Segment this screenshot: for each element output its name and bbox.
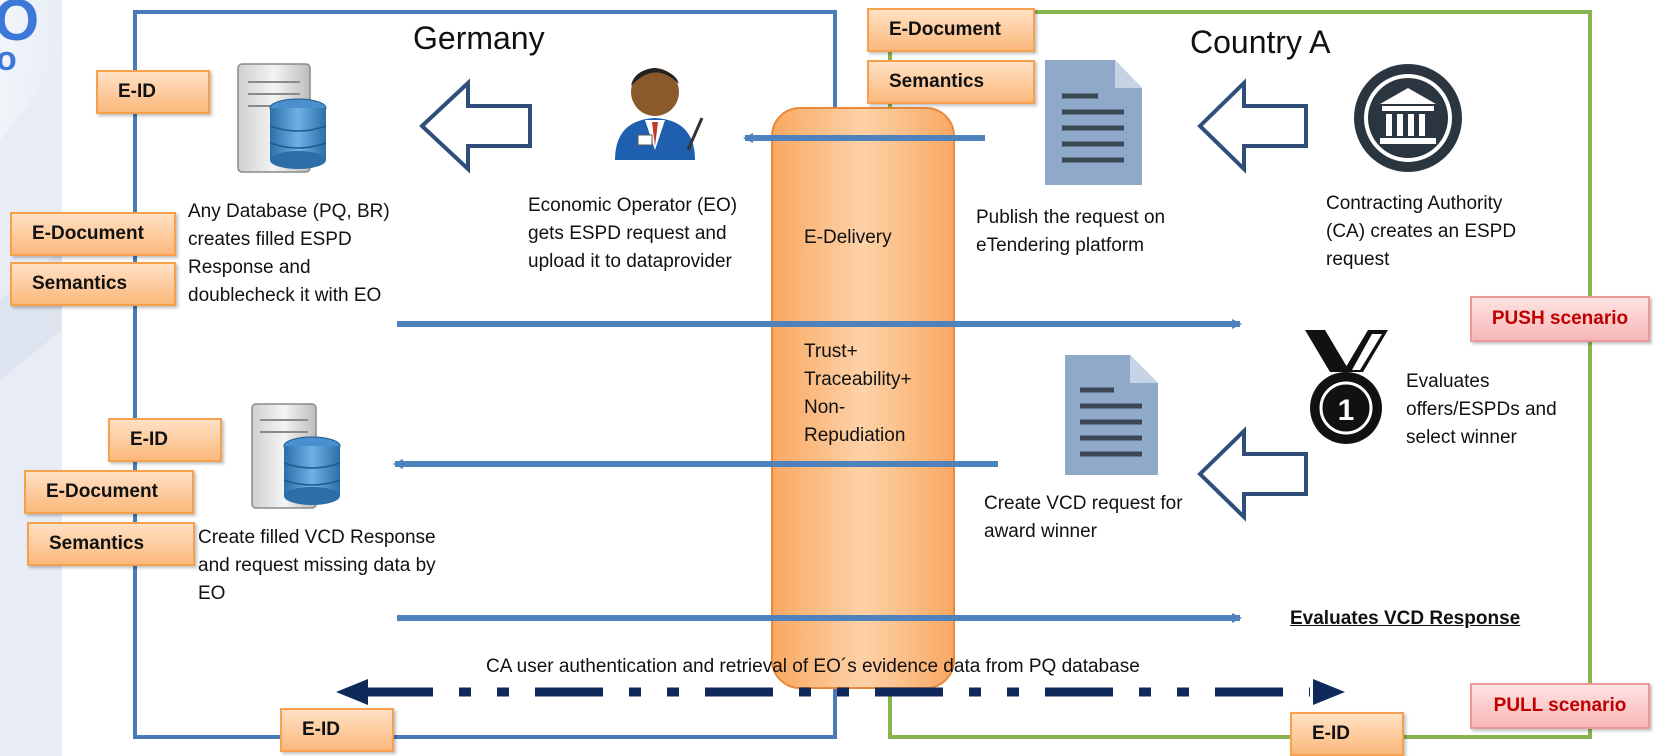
- label-line: creates filled ESPD: [188, 229, 352, 250]
- edelivery-label: E-Delivery: [804, 227, 892, 248]
- scenario-label: PULL scenario: [1493, 695, 1627, 716]
- server-database-icon: [237, 63, 327, 173]
- eid-tag-germany-bottom-edge: E-ID: [280, 708, 394, 752]
- push-scenario-badge: PUSH scenario: [1470, 296, 1650, 342]
- label-line: doublecheck it with EO: [188, 285, 382, 306]
- semantics-tag-germany-bottom: Semantics: [27, 522, 195, 566]
- tag-label: E-ID: [130, 429, 168, 450]
- publish-label: Publish the request on eTendering platfo…: [976, 204, 1165, 260]
- germany-title: Germany: [413, 20, 545, 56]
- tag-label: E-Document: [46, 481, 158, 502]
- country-a-title: Country A: [1190, 24, 1331, 60]
- database-top-label: Any Database (PQ, BR) creates filled ESP…: [188, 198, 390, 310]
- label-line: EO: [198, 583, 226, 604]
- label-line: Contracting Authority: [1326, 193, 1503, 214]
- label-line: award winner: [984, 521, 1097, 542]
- trust-line: Non-: [804, 397, 846, 418]
- label-line: select winner: [1406, 427, 1517, 448]
- svg-text:O: O: [0, 0, 39, 53]
- hollow-left-arrow-icon: [1197, 78, 1308, 174]
- authentication-label: CA user authentication and retrieval of …: [486, 656, 1140, 677]
- government-building-icon: [1354, 64, 1462, 172]
- create-vcd-request-label: Create VCD request for award winner: [984, 490, 1183, 546]
- semantics-tag-germany-top: Semantics: [10, 262, 176, 306]
- contracting-authority-label: Contracting Authority (CA) creates an ES…: [1326, 190, 1516, 274]
- svg-text:o: o: [0, 40, 17, 78]
- tag-label: E-ID: [118, 81, 156, 102]
- tag-label: Semantics: [889, 71, 985, 92]
- evaluates-label: Evaluates offers/ESPDs and select winner: [1406, 368, 1557, 452]
- label-line: Economic Operator (EO): [528, 195, 738, 216]
- label-line: Evaluates: [1406, 371, 1490, 392]
- document-icon: [1065, 355, 1158, 475]
- hollow-left-arrow-icon: [1197, 426, 1308, 522]
- tag-label: E-Document: [32, 223, 144, 244]
- svg-text:1: 1: [1338, 394, 1355, 427]
- semantics-tag-country-top: Semantics: [867, 60, 1035, 104]
- hollow-left-arrow-icon: [419, 78, 532, 174]
- document-icon: [1045, 60, 1142, 185]
- eid-tag-germany-bottom: E-ID: [108, 418, 222, 462]
- label-line: eTendering platform: [976, 235, 1144, 256]
- trust-line: Trust+: [804, 341, 858, 362]
- eid-tag-germany-top: E-ID: [96, 70, 210, 114]
- tag-label: E-Document: [889, 19, 1001, 40]
- pull-arrowhead-left: [336, 679, 368, 705]
- pull-arrowhead-right: [1313, 679, 1345, 705]
- label-line: request: [1326, 249, 1390, 270]
- edocument-tag-germany-top: E-Document: [10, 212, 176, 256]
- label-line: Publish the request on: [976, 207, 1166, 228]
- label-line: Response and: [188, 257, 311, 278]
- pull-scenario-badge: PULL scenario: [1470, 683, 1650, 729]
- tag-label: Semantics: [49, 533, 145, 554]
- server-database-icon: [251, 403, 341, 509]
- label-line: Create filled VCD Response: [198, 527, 436, 548]
- tag-label: Semantics: [32, 273, 128, 294]
- trust-line: Repudiation: [804, 425, 906, 446]
- trust-line: Traceability+: [804, 369, 912, 390]
- edocument-tag-germany-bottom: E-Document: [24, 470, 194, 514]
- label-line: Any Database (PQ, BR): [188, 201, 390, 222]
- label-line: (CA) creates an ESPD: [1326, 221, 1517, 242]
- tag-label: E-ID: [302, 719, 340, 740]
- label-line: offers/ESPDs and: [1406, 399, 1557, 420]
- economic-operator-label: Economic Operator (EO) gets ESPD request…: [528, 192, 737, 276]
- label-line: Create VCD request for: [984, 493, 1183, 514]
- trust-label: Trust+ Traceability+ Non- Repudiation: [804, 338, 912, 450]
- edocument-tag-country-top: E-Document: [867, 8, 1035, 52]
- evaluates-vcd-response: Evaluates VCD Response: [1290, 608, 1521, 629]
- eid-tag-country-bottom-edge: E-ID: [1290, 712, 1404, 756]
- label-line: gets ESPD request and: [528, 223, 727, 244]
- label-line: and request missing data by: [198, 555, 436, 576]
- business-person-icon: [615, 68, 704, 160]
- create-vcd-response-label: Create filled VCD Response and request m…: [198, 524, 436, 608]
- label-line: upload it to dataprovider: [528, 251, 732, 272]
- scenario-label: PUSH scenario: [1491, 308, 1629, 329]
- medal-icon: 1: [1305, 330, 1388, 444]
- tag-label: E-ID: [1312, 723, 1350, 744]
- edelivery-bar: [771, 107, 955, 689]
